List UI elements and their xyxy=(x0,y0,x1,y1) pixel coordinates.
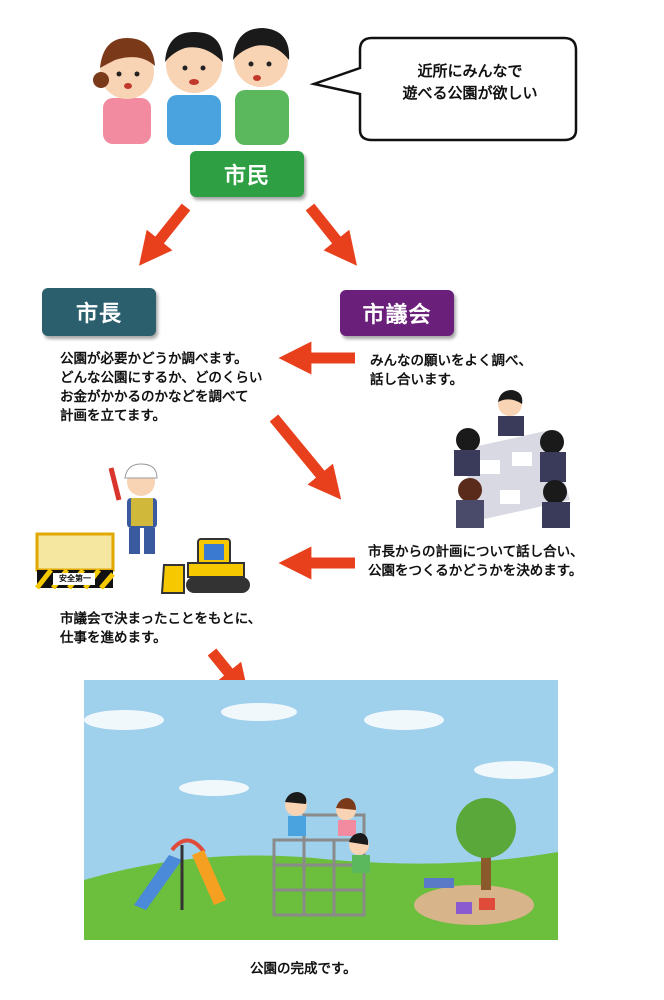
arrow-mayor-to-council xyxy=(269,414,342,500)
arrow-citizens-to-mayor xyxy=(139,203,191,266)
children-illustration xyxy=(93,28,290,145)
park-scene-art xyxy=(84,703,558,940)
meeting-illustration xyxy=(454,390,570,528)
arrow-citizens-to-council xyxy=(305,203,357,266)
mayor-description: 公園が必要かどうか調べます。 どんな公園にするか、どのくらい お金がかかるのかな… xyxy=(60,351,263,424)
fence-sign: 安全第一 xyxy=(59,574,91,583)
caption: 公園の完成です。 xyxy=(250,961,357,977)
bulldozer-illustration xyxy=(160,538,250,594)
safety-fence-illustration xyxy=(35,532,115,590)
park-scene xyxy=(84,680,558,940)
citizens-node: 市民 xyxy=(190,151,304,197)
mayor-label: 市長 xyxy=(75,302,122,327)
speech-bubble-text: 近所にみんなで 遊べる公園が欲しい xyxy=(402,62,538,102)
council-node: 市議会 xyxy=(340,290,454,336)
council-description-2: 市長からの計画について話し合い、 公園をつくるかどうかを決めます。 xyxy=(368,544,584,579)
citizens-label: 市民 xyxy=(223,164,270,189)
speech-bubble xyxy=(309,36,578,142)
mayor-node: 市長 xyxy=(42,288,156,336)
council-label: 市議会 xyxy=(362,303,432,328)
arrow-to-park xyxy=(207,648,250,698)
council-description-1: みんなの願いをよく調べ、 話し合います。 xyxy=(370,353,532,388)
work-description: 市議会で決まったことをもとに、 仕事を進めます。 xyxy=(60,611,262,646)
worker-illustration xyxy=(108,463,158,554)
